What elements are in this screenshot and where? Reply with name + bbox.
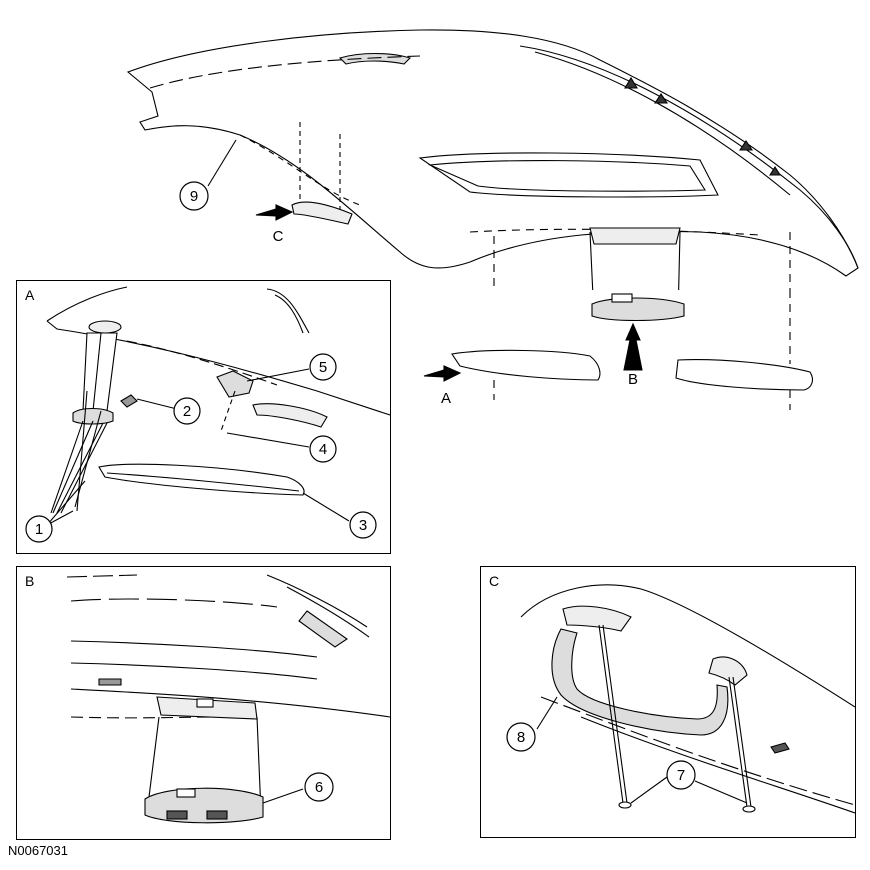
callout-9 [179, 181, 209, 211]
dome-lamp [591, 297, 685, 322]
dome-lamp-detail [144, 787, 264, 824]
view-arrow-b [623, 322, 643, 371]
detail-panel-b: B [16, 566, 391, 840]
callout-8 [506, 722, 536, 752]
callout-2-label: 2 [183, 403, 191, 420]
callout-5-label: 5 [319, 359, 327, 376]
callout-6-label: 6 [315, 779, 323, 796]
callout-4 [309, 435, 337, 463]
visor-lamp-exploded: A B [423, 290, 813, 410]
callout-2 [173, 397, 201, 425]
grab-handle-small [291, 201, 353, 225]
sun-visor-right [675, 359, 813, 391]
view-arrow-a [423, 365, 462, 382]
panel-a-letter: A [25, 287, 35, 303]
view-arrow-a-label: A [441, 390, 451, 407]
callout-4-label: 4 [319, 441, 327, 458]
callout-7 [666, 760, 696, 790]
sun-visor-detail [98, 463, 305, 496]
diagram-id: N0067031 [8, 843, 68, 858]
grab-handle-detail [551, 628, 729, 736]
callout-5 [309, 353, 337, 381]
detail-panel-c: C [480, 566, 856, 838]
panel-b-letter: B [25, 573, 35, 589]
callout-3-label: 3 [359, 517, 367, 534]
headliner-main-view: 9 C [126, 29, 859, 290]
roof-opening [418, 152, 719, 198]
callout-7-label: 7 [677, 767, 685, 784]
detail-panel-a: A [16, 280, 391, 554]
view-arrow-c [255, 204, 294, 221]
callout-1-label: 1 [35, 521, 43, 538]
callout-6 [304, 772, 334, 802]
view-arrow-c-label: C [273, 228, 284, 245]
callout-1 [25, 515, 53, 543]
panel-c-letter: C [489, 573, 500, 589]
callout-9-label: 9 [190, 188, 198, 205]
panel-a-callouts: 1 2 3 4 5 [25, 353, 377, 543]
callout-8-label: 8 [517, 729, 525, 746]
view-arrow-b-label: B [628, 371, 638, 388]
callout-3 [349, 511, 377, 539]
sun-visor-left [451, 349, 601, 381]
